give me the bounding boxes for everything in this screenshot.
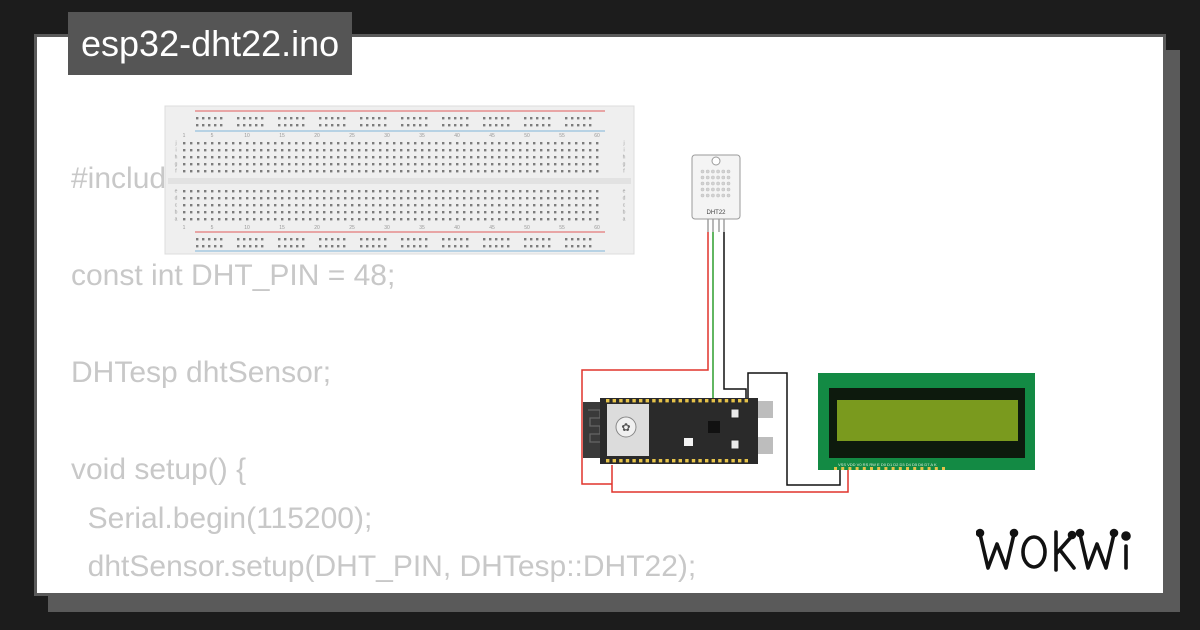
breadboard-row-letter: h (623, 155, 626, 161)
breadboard-row-letter: c (623, 203, 626, 209)
breadboard-row-letter: i (623, 148, 624, 154)
breadboard-column-number: 5 (211, 133, 214, 139)
code-line: void setup() { (71, 453, 247, 486)
wires[interactable] (581, 232, 849, 493)
breadboard-row-letter: h (175, 155, 178, 161)
sensor-ground-wire (723, 232, 747, 398)
dht22-label: DHT22 (706, 210, 726, 216)
lcd-pin-header (834, 467, 945, 470)
breadboard-row-letter: f (623, 169, 625, 175)
wokwi-logo[interactable] (976, 524, 1148, 576)
lcd-display[interactable]: VSS VDD V0 RS RW E D0 D1 D2 D3 D4 D5 D6 … (818, 373, 1035, 470)
esp32-pin-headers (606, 399, 748, 463)
esp32-antenna-area (583, 402, 604, 458)
code-line: DHTesp dhtSensor; (71, 356, 332, 389)
breadboard-row-letter: j (622, 141, 624, 147)
dht22-grille (700, 169, 731, 198)
code-preview: #include const int DHT_PIN = 48; DHTesp dh… (71, 155, 697, 593)
code-line: Serial.begin(115200); (71, 501, 373, 535)
breadboard-column-number: 30 (384, 133, 390, 139)
breadboard-column-number: 25 (349, 225, 355, 231)
breadboard-row-letter: j (174, 141, 176, 147)
breadboard-row-letter: a (623, 217, 626, 223)
breadboard-row-letter: g (175, 162, 178, 168)
sensor-power-wire (581, 232, 709, 485)
breadboard-column-number: 45 (489, 225, 495, 231)
breadboard-column-number: 10 (244, 225, 250, 231)
breadboard-row-letter: f (175, 169, 177, 175)
file-title-tab[interactable]: esp32-dht22.ino (68, 12, 353, 75)
breadboard-row-letter: i (175, 148, 176, 154)
breadboard-column-number: 35 (419, 225, 425, 231)
lcd-screen (837, 400, 1018, 441)
esp32-usb-port-1 (758, 401, 773, 418)
breadboard-column-number: 30 (384, 225, 390, 231)
breadboard-column-number: 50 (524, 133, 530, 139)
lcd-pin-labels: VSS VDD V0 RS RW E D0 D1 D2 D3 D4 D5 D6 … (838, 462, 937, 467)
dht22-sensor[interactable]: DHT22 (691, 154, 741, 232)
breadboard-column-number: 55 (559, 225, 565, 231)
esp32-reset-button (730, 439, 740, 450)
breadboard-column-number: 50 (524, 225, 530, 231)
breadboard-row-letter: e (623, 189, 626, 195)
breadboard-column-number: 60 (594, 133, 600, 139)
breadboard-column-number: 35 (419, 133, 425, 139)
breadboard-column-number: 55 (559, 133, 565, 139)
breadboard-column-number: 15 (279, 225, 285, 231)
lcd-ground-wire (747, 372, 841, 486)
breadboard-column-number: 60 (594, 225, 600, 231)
breadboard-row-letter: c (175, 203, 178, 209)
breadboard-row-letter: a (175, 217, 178, 223)
breadboard-column-number: 1 (183, 133, 186, 139)
breadboard-holes (183, 117, 599, 248)
breadboard-column-number: 1 (183, 225, 186, 231)
breadboard-column-number: 5 (211, 225, 214, 231)
breadboard-column-number: 10 (244, 133, 250, 139)
code-line: #include (71, 162, 183, 195)
breadboard-row-letter: b (175, 210, 178, 216)
breadboard-column-number: 15 (279, 133, 285, 139)
esp32-usb-port-2 (758, 437, 773, 454)
breadboard-row-letter: b (623, 210, 626, 216)
breadboard-column-number: 20 (314, 225, 320, 231)
breadboard-column-number: 20 (314, 133, 320, 139)
breadboard-column-number: 25 (349, 133, 355, 139)
esp32-boot-button (730, 408, 740, 419)
breadboard-row-letter: d (175, 196, 178, 202)
breadboard-row-letter: e (175, 189, 178, 195)
breadboard-column-number: 40 (454, 133, 460, 139)
breadboard-center-channel (168, 178, 631, 184)
code-line: const int DHT_PIN = 48; (71, 259, 396, 292)
breadboard-row-letter: d (623, 196, 626, 202)
code-line: dhtSensor.setup(DHT_PIN, DHTesp::DHT22); (71, 550, 697, 583)
breadboard-column-number: 45 (489, 133, 495, 139)
breadboard-column-number: 40 (454, 225, 460, 231)
breadboard-row-letter: g (623, 162, 626, 168)
esp32-rgb-led (684, 438, 693, 446)
esp32-board[interactable]: ✿ (583, 398, 773, 464)
lcd-power-wire (611, 465, 849, 493)
svg-text:✿: ✿ (621, 422, 630, 434)
